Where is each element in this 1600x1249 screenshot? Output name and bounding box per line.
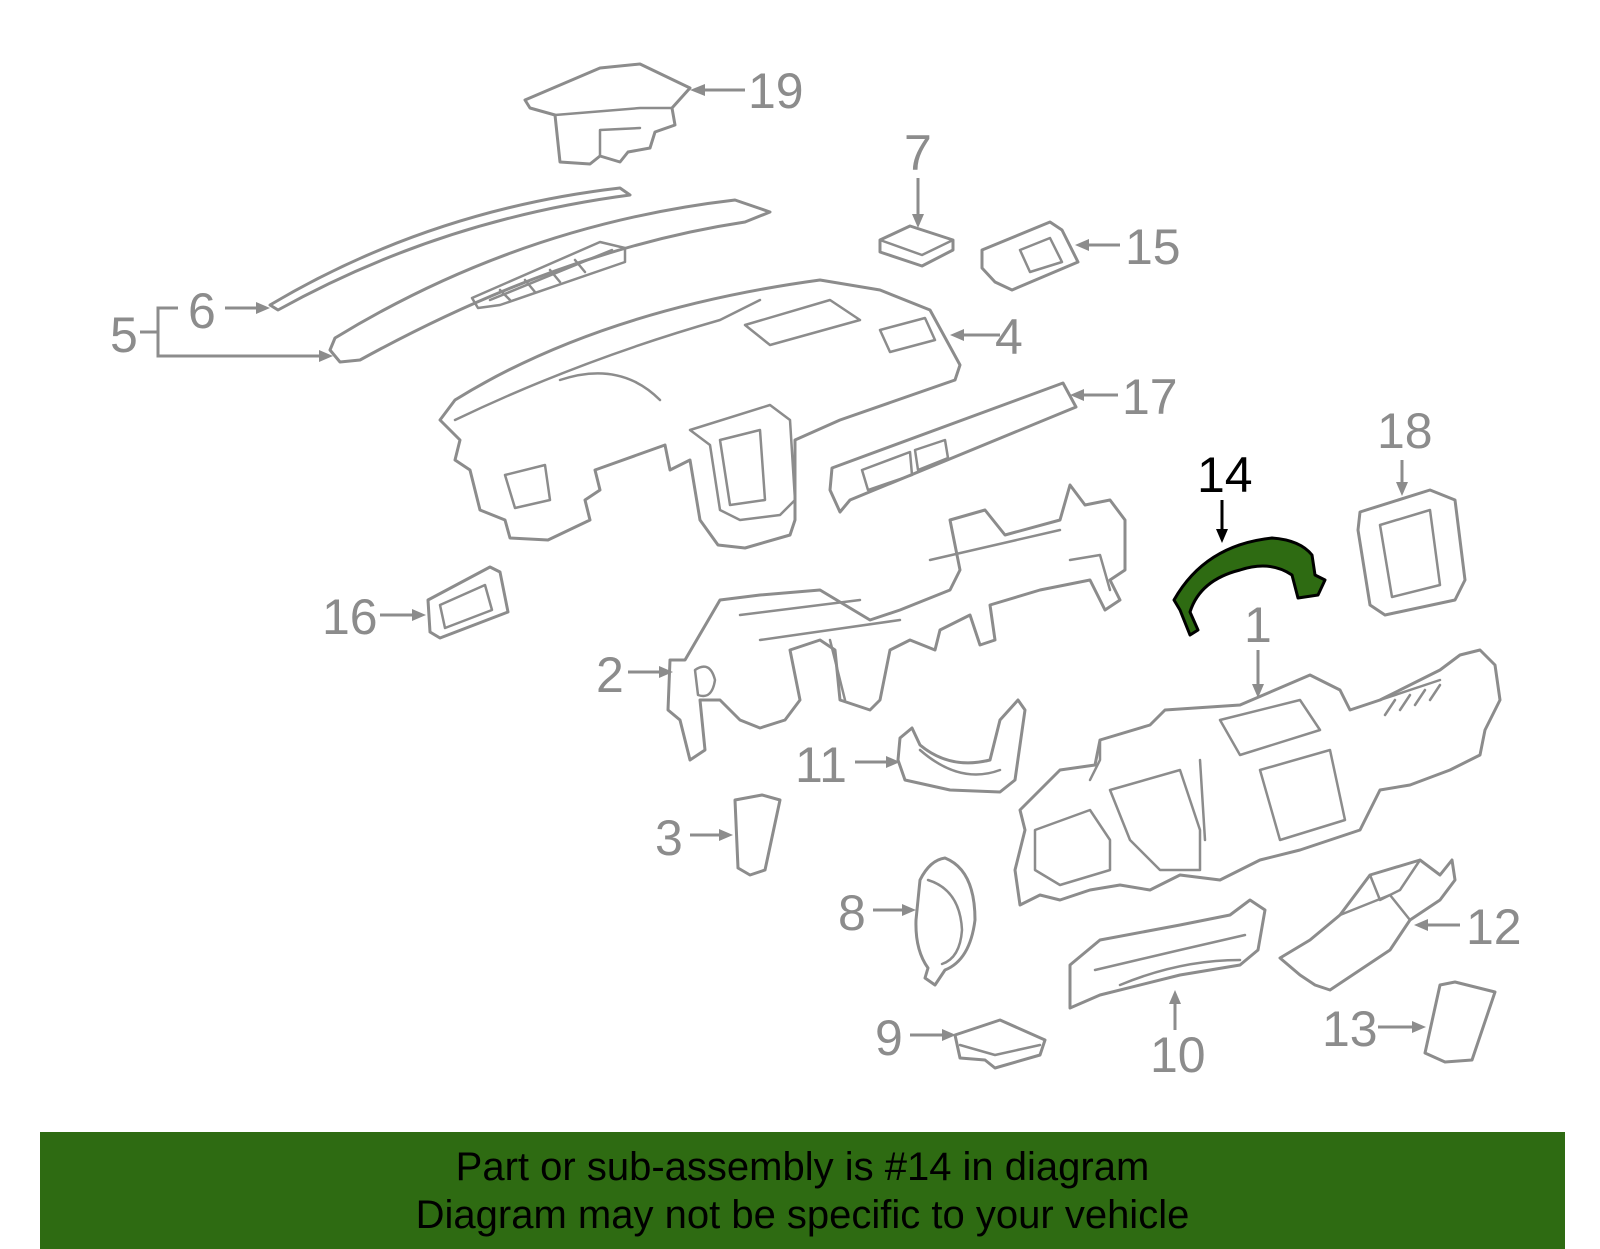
callout-8[interactable]: 8 bbox=[838, 885, 866, 941]
part-4-instrument-panel[interactable] bbox=[438, 278, 962, 550]
callout-16[interactable]: 16 bbox=[322, 589, 378, 645]
banner-line-2: Diagram may not be specific to your vehi… bbox=[415, 1193, 1190, 1237]
callout-17[interactable]: 17 bbox=[1122, 369, 1178, 425]
part-6-defroster-strip[interactable] bbox=[268, 186, 632, 312]
callout-12[interactable]: 12 bbox=[1466, 899, 1522, 955]
info-banner: Part or sub-assembly is #14 in diagram D… bbox=[40, 1132, 1565, 1249]
callout-5[interactable]: 5 bbox=[110, 307, 138, 363]
part-3-end-cap[interactable] bbox=[733, 793, 782, 877]
part-8-cluster-lens[interactable] bbox=[914, 856, 977, 987]
part-17-trim-strip[interactable] bbox=[828, 381, 1078, 514]
callout-19[interactable]: 19 bbox=[748, 63, 804, 119]
part-14-cluster-trim-highlighted[interactable] bbox=[1172, 536, 1327, 637]
callout-6[interactable]: 6 bbox=[188, 283, 216, 339]
callout-7[interactable]: 7 bbox=[904, 125, 932, 181]
part-7-cover[interactable] bbox=[878, 224, 955, 268]
callout-3[interactable]: 3 bbox=[655, 810, 683, 866]
part-11-bracket[interactable] bbox=[896, 698, 1027, 794]
callout-10[interactable]: 10 bbox=[1150, 1027, 1206, 1083]
callout-11[interactable]: 11 bbox=[795, 737, 847, 793]
callout-13[interactable]: 13 bbox=[1322, 1001, 1378, 1057]
part-9-bracket[interactable] bbox=[953, 1018, 1047, 1070]
callout-1[interactable]: 1 bbox=[1244, 597, 1272, 653]
part-16-air-vent[interactable] bbox=[426, 565, 510, 640]
callout-9[interactable]: 9 bbox=[875, 1010, 903, 1066]
callout-18[interactable]: 18 bbox=[1377, 403, 1433, 459]
callout-14[interactable]: 14 bbox=[1197, 447, 1253, 503]
part-19-airbag-module[interactable] bbox=[523, 62, 692, 166]
part-5-defroster-grille[interactable] bbox=[328, 198, 772, 364]
callout-4[interactable]: 4 bbox=[995, 309, 1023, 365]
callout-15[interactable]: 15 bbox=[1125, 219, 1181, 275]
part-10-glove-box[interactable] bbox=[1068, 898, 1267, 1010]
part-1-instrument-panel-carrier[interactable] bbox=[1013, 648, 1502, 907]
part-2-cross-car-beam[interactable] bbox=[666, 483, 1127, 762]
part-18-trim-bezel[interactable] bbox=[1356, 488, 1467, 617]
part-15-air-vent[interactable] bbox=[980, 220, 1080, 292]
part-12-glove-box-housing[interactable] bbox=[1278, 858, 1457, 992]
part-13-end-cap[interactable] bbox=[1423, 980, 1497, 1064]
callout-2[interactable]: 2 bbox=[596, 647, 624, 703]
banner-line-1: Part or sub-assembly is #14 in diagram bbox=[455, 1145, 1150, 1189]
